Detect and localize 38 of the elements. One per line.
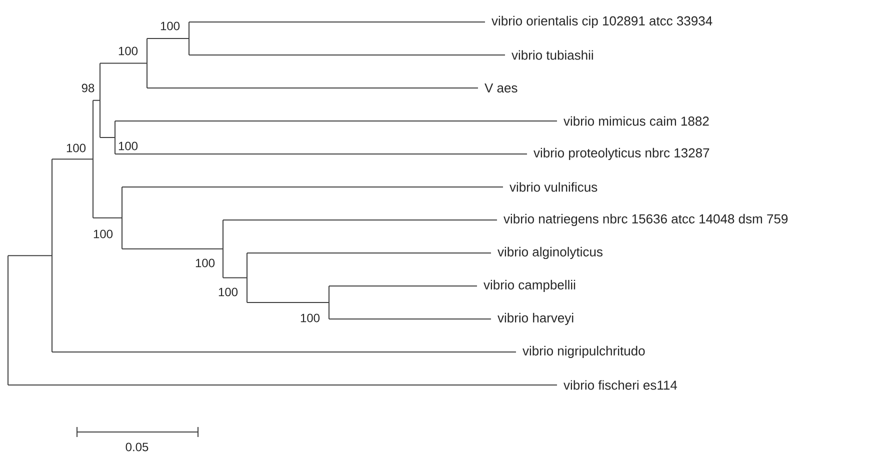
branch-line bbox=[188, 54, 506, 56]
branch-line bbox=[114, 120, 558, 122]
bootstrap-value: 98 bbox=[82, 84, 94, 92]
taxon-label: vibrio nigripulchritudo bbox=[522, 346, 645, 358]
taxon-label: vibrio fischeri es114 bbox=[564, 380, 678, 390]
taxon-label: V aes bbox=[484, 83, 518, 93]
branch-line bbox=[92, 100, 100, 101]
bootstrap-value: 100 bbox=[118, 142, 138, 150]
taxon-label: vibrio harveyi bbox=[498, 312, 574, 326]
branch-line bbox=[8, 384, 558, 386]
branch-line bbox=[246, 252, 492, 254]
branch-line bbox=[246, 302, 330, 303]
bootstrap-value: 100 bbox=[218, 288, 238, 296]
taxon-label: vibrio orientalis cip 102891 atcc 33934 bbox=[492, 16, 712, 28]
taxon-label: vibrio alginolyticus bbox=[498, 246, 602, 260]
branch-line bbox=[92, 217, 122, 218]
taxon-label: vibrio proteolyticus nbrc 13287 bbox=[534, 148, 710, 160]
taxon-label: vibrio tubiashii bbox=[512, 50, 593, 60]
branch-line bbox=[100, 137, 116, 138]
branch-line bbox=[8, 255, 52, 256]
scale-label: 0.05 bbox=[126, 442, 148, 452]
branch-line bbox=[328, 318, 492, 320]
branch-line bbox=[122, 248, 224, 250]
bootstrap-value: 100 bbox=[66, 144, 86, 152]
bootstrap-value: 100 bbox=[94, 230, 113, 238]
branch-line bbox=[222, 277, 248, 278]
bootstrap-value: 100 bbox=[160, 22, 180, 30]
bootstrap-value: 100 bbox=[300, 314, 320, 322]
taxon-label: vibrio vulnificus bbox=[510, 182, 598, 192]
bootstrap-value: 100 bbox=[118, 46, 138, 56]
branch-line bbox=[100, 62, 148, 64]
bootstrap-value: 100 bbox=[196, 258, 215, 268]
branch-line bbox=[122, 186, 504, 188]
taxon-label: vibrio natriegens nbrc 15636 atcc 14048 dsm 759 bbox=[504, 214, 788, 226]
branch-line bbox=[52, 158, 94, 160]
branch-line bbox=[146, 38, 190, 39]
taxon-label: vibrio campbellii bbox=[484, 280, 576, 292]
taxon-label: vibrio mimicus caim 1882 bbox=[564, 116, 709, 126]
